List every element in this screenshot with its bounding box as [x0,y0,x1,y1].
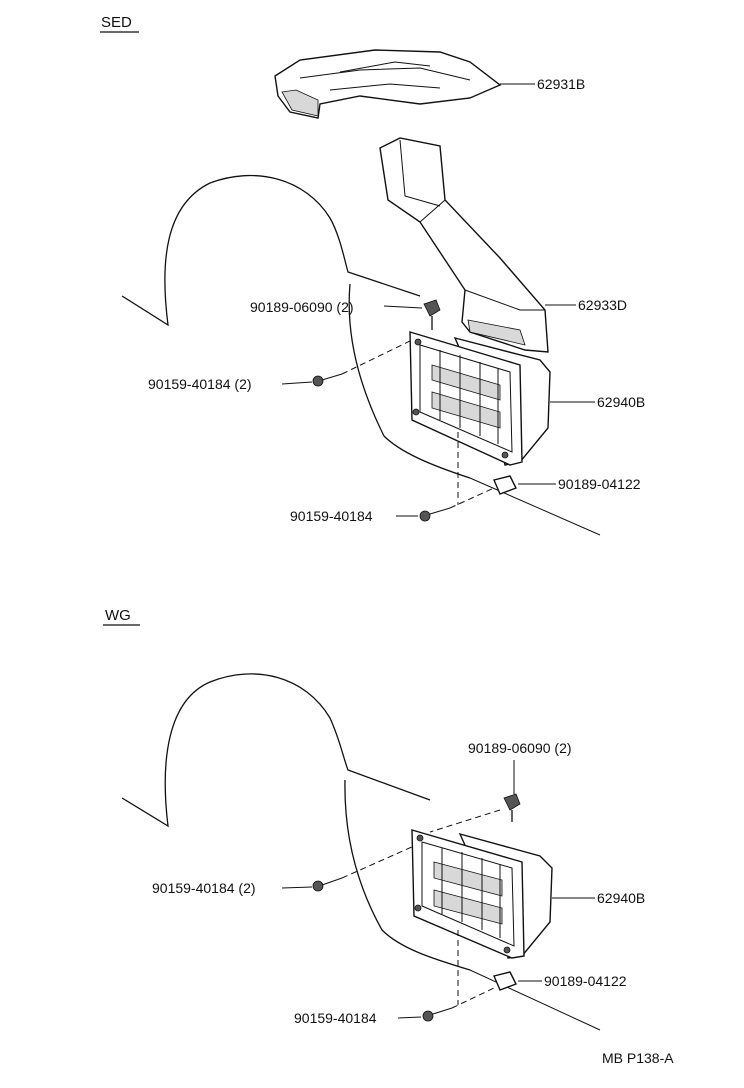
sed-body-panel [121,174,601,536]
wg-label-clip: 90189-04122 [544,973,627,989]
wg-vent-assembly [411,829,553,959]
figure-code: MB P138-A [602,1050,674,1066]
label-clip-screw: 90189-06090 (2) [250,299,354,315]
label-bottom-screw: 90159-40184 [290,508,373,524]
sed-clip-screw [383,299,441,330]
wg-label-bottom-screw: 90159-40184 [294,1010,377,1026]
sed-vent-assembly [409,331,551,466]
wg-body-panel [121,673,601,1031]
sed-lower-duct [379,137,549,353]
sed-section: SED [100,14,645,536]
sed-title: SED [101,14,132,31]
wg-clip [493,971,542,991]
wg-label-side-screw: 90159-40184 (2) [152,880,256,896]
wg-label-clip-screw: 90189-06090 (2) [468,740,572,756]
sed-bottom-screw [396,432,495,522]
label-62931b: 62931B [537,76,585,92]
label-clip: 90189-04122 [558,476,641,492]
wg-side-screw [281,845,415,892]
label-62940b: 62940B [597,394,645,410]
wg-bottom-screw [397,930,495,1022]
wg-title: WG [105,607,131,624]
sed-upper-duct [274,49,502,119]
label-62933d: 62933D [578,297,627,313]
wg-clip-screw [429,760,521,833]
sed-clip [493,475,556,495]
sed-side-screw [281,339,413,387]
wg-section: WG [103,607,645,1031]
wg-label-62940b: 62940B [597,890,645,906]
label-side-screw: 90159-40184 (2) [148,376,252,392]
